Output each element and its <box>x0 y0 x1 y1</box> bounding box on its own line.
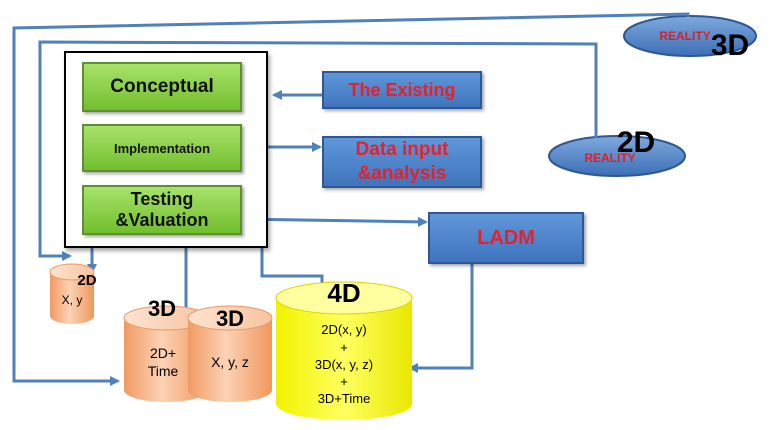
cylinder-4d-line-3: 3D(x, y, z) <box>314 357 374 372</box>
conceptual-box: Conceptual <box>82 62 242 112</box>
existing-label: The Existing <box>348 79 456 100</box>
cylinder-2d <box>49 263 95 324</box>
testing-box: Testing &Valuation <box>82 185 242 235</box>
reality-3d-label: REALITY <box>659 29 711 43</box>
cylinder-3d-time-dim: 3D <box>147 296 177 321</box>
cylinder-3d-time-text: 2D+ Time <box>147 345 179 379</box>
reality-2d-ellipse <box>548 135 686 177</box>
implementation-box: Implementation <box>82 124 242 172</box>
ladm-box: LADM <box>428 212 584 264</box>
cylinder-4d-line-4: + <box>340 374 348 389</box>
cylinder-4d-dim: 4D <box>327 278 361 308</box>
cylinder-4d-line-2: + <box>340 340 348 355</box>
cylinder-2d-text: X, y <box>61 293 83 307</box>
cylinder-4d-line-5: 3D+Time <box>317 391 371 406</box>
cylinder-3d-time <box>123 305 209 402</box>
cylinder-3d-xyz-dim: 3D <box>215 306 245 331</box>
reality-3d-dim: 3D <box>710 29 750 62</box>
arrow-testing-to-ladm <box>241 216 428 227</box>
data-input-box: Data input &analysis <box>322 136 482 188</box>
ladm-label: LADM <box>477 226 535 249</box>
arrow-reality2d-loop <box>38 40 598 261</box>
arrow-reality3d-loop <box>12 12 690 386</box>
arrow-ladm-to-4d <box>408 260 474 373</box>
existing-box: The Existing <box>322 71 482 109</box>
data-input-label: Data input &analysis <box>355 139 449 184</box>
reality-2d-label: REALITY <box>584 151 636 165</box>
cylinder-2d-dim: 2D <box>77 272 97 289</box>
reality-2d-dim: 2D <box>616 126 656 159</box>
cylinder-3d-xyz <box>187 305 273 402</box>
conceptual-label: Conceptual <box>110 76 214 97</box>
cylinder-3d-xyz-text: X, y, z <box>211 354 249 370</box>
implementation-label: Implementation <box>113 140 211 156</box>
reality-3d-ellipse <box>623 15 757 57</box>
cylinder-4d-line-1: 2D(x, y) <box>321 322 367 337</box>
testing-label: Testing &Valuation <box>115 189 209 230</box>
cylinder-4d <box>275 281 413 420</box>
